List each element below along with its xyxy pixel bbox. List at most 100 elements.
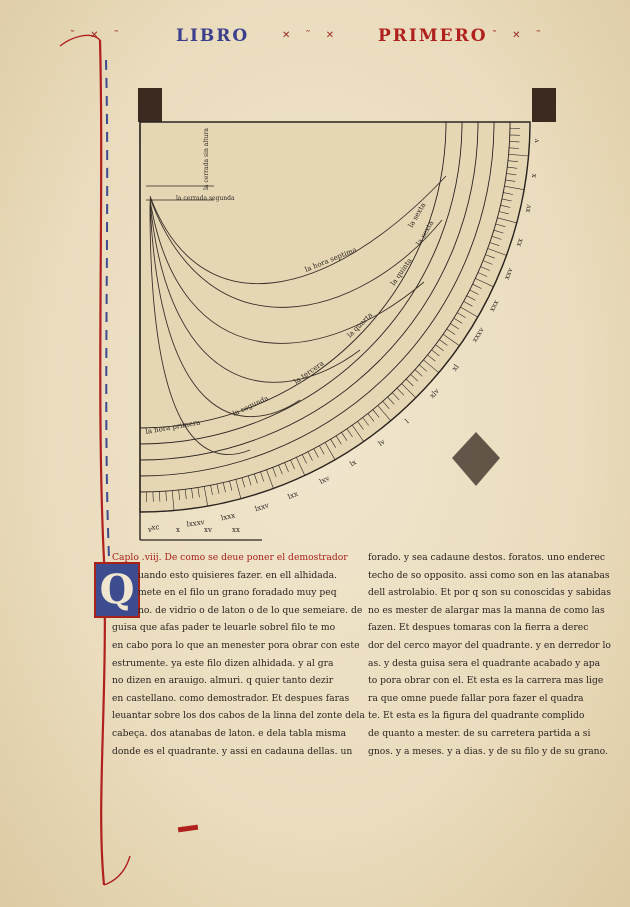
scale-tick <box>439 339 448 346</box>
scale-tick <box>463 301 473 307</box>
scale-tick <box>266 469 274 489</box>
text-line: donde es el quadrante. y assi en cadauna… <box>112 745 353 757</box>
scale-tick <box>387 396 395 405</box>
scale-tick <box>495 223 506 227</box>
scale-tick <box>446 328 456 335</box>
scale-tick <box>241 477 245 488</box>
scale-tick <box>191 488 194 499</box>
ornament-middle: ✕ ˜ ✕ <box>282 30 341 41</box>
text-line: dell astrolabio. Et por q son su conosci… <box>368 587 611 599</box>
scale-tick <box>480 266 490 271</box>
scale-tick <box>301 454 307 464</box>
scale-tick <box>469 289 479 295</box>
scale-tick <box>396 387 405 396</box>
scale-tick <box>504 185 525 190</box>
text-line: as. y desta guisa sera el quadrante acab… <box>368 657 601 669</box>
text-line: no dizen en arauigo. almuri. q quier tan… <box>112 675 334 687</box>
scale-tick <box>450 323 459 330</box>
scale-tick <box>278 464 283 475</box>
diagram-label: xx <box>232 526 240 534</box>
scale-tick <box>216 483 220 494</box>
ornament-right: ˜ ✕ ˜ <box>492 30 547 41</box>
scale-tick <box>419 364 427 372</box>
scale-tick <box>460 306 478 318</box>
scale-tick <box>401 383 417 399</box>
scale-tick <box>500 204 511 208</box>
scale-tick <box>235 479 242 499</box>
decorated-initial: Q <box>94 562 140 618</box>
scale-tick <box>165 491 167 502</box>
scale-tick <box>319 445 325 455</box>
diagram-label: x <box>176 526 180 534</box>
scale-tick <box>442 333 460 346</box>
scale-tick <box>296 457 306 476</box>
diagram-label: lxx <box>287 490 299 501</box>
diagram-label: v <box>147 526 152 534</box>
diagram-label: lxxv <box>254 501 270 513</box>
diagram-label: xv <box>524 204 534 213</box>
scale-tick <box>159 491 161 502</box>
diagram-label: xxx <box>488 299 501 313</box>
scale-tick <box>377 405 391 421</box>
scale-tick <box>284 462 289 472</box>
diagram-label: xl <box>451 362 462 372</box>
scale-tick <box>324 442 336 460</box>
scale-tick <box>229 480 233 491</box>
text-line: techo de so opposito. assi como son en l… <box>368 569 610 581</box>
scale-tick <box>507 166 518 169</box>
scale-tick <box>357 421 364 430</box>
diagram-label: v <box>533 138 541 143</box>
text-column-right: forado. y sea cadaune destos. foratos. u… <box>368 549 611 760</box>
scale-tick <box>498 211 509 215</box>
scale-tick <box>505 179 516 182</box>
scale-tick <box>472 283 482 289</box>
scale-tick <box>435 344 444 351</box>
scale-tick <box>507 160 518 162</box>
text-line: en cabo pora lo que an menester pora obr… <box>112 639 360 651</box>
scale-tick <box>392 392 400 401</box>
scale-tick <box>482 260 493 265</box>
scale-tick <box>509 147 520 149</box>
scale-tick <box>493 229 504 234</box>
scale-tick <box>427 354 436 362</box>
diagram-label: lxxx <box>220 511 236 522</box>
text-line: no es mester de alargar mas la manna de … <box>368 604 605 616</box>
diagram-label: x <box>530 173 538 178</box>
text-line: leuantar sobre los dos cabos de la linna… <box>112 710 365 722</box>
text-line: uando esto quisieres fazer. en ell alhid… <box>138 569 338 581</box>
scale-tick <box>335 435 342 445</box>
scale-tick <box>290 459 295 470</box>
diagram-label: xxxv <box>471 326 486 344</box>
diagram-label: xlv <box>428 387 441 400</box>
running-head-left: LIBRO <box>176 26 250 46</box>
diagram-label: xxv <box>503 267 515 281</box>
scale-tick <box>210 485 213 496</box>
scale-tick <box>509 141 520 143</box>
scale-tick <box>477 272 488 277</box>
text-line: no. de vidrio o de laton o de lo que sem… <box>138 604 363 616</box>
scale-tick <box>466 295 476 301</box>
scale-tick <box>260 471 264 482</box>
text-line: te. Et esta es la figura del quadrante c… <box>368 710 585 722</box>
scale-tick <box>307 451 313 461</box>
text-line: to pora obrar con el. Et esta es la carr… <box>368 675 604 687</box>
scale-tick <box>346 428 353 438</box>
scale-tick <box>184 489 187 500</box>
scale-tick <box>475 278 494 288</box>
scale-tick <box>222 482 226 493</box>
diagram-label: xv <box>204 526 212 534</box>
scale-tick <box>487 248 507 256</box>
hour-curves <box>149 175 447 455</box>
mount-tab-right <box>532 88 556 122</box>
scale-tick <box>372 409 380 418</box>
text-line: gnos. y a meses. y a dias. y de su filo … <box>368 745 608 757</box>
text-line: guisa que afas pader te leuarle sobrel f… <box>112 622 336 634</box>
margin-border <box>59 34 131 886</box>
diagram-label: xx <box>515 237 525 247</box>
scale-tick <box>423 359 439 373</box>
stain <box>452 432 500 486</box>
scale-tick <box>491 236 502 240</box>
scale-tick <box>405 378 414 387</box>
